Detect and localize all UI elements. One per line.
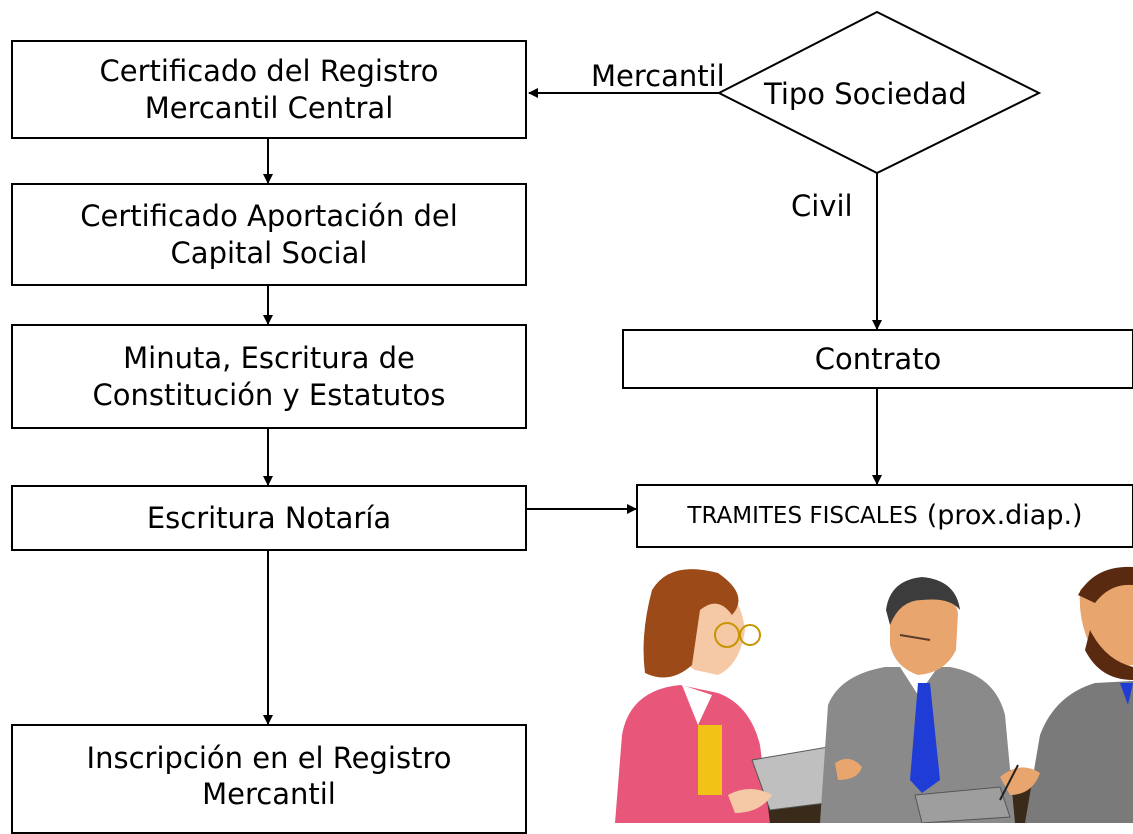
step-label: Certificado Aportación del Capital Socia… — [80, 199, 458, 270]
step-escritura-notaria: Escritura Notaría — [11, 485, 527, 551]
step-label: Escritura Notaría — [146, 500, 392, 535]
step-contrato: Contrato — [622, 329, 1133, 389]
step-capital-social: Certificado Aportación del Capital Socia… — [11, 183, 527, 286]
step-label: Inscripción en el Registro Mercantil — [86, 741, 452, 812]
step-label: Minuta, Escritura de Constitución y Esta… — [92, 341, 446, 412]
step-label: Contrato — [814, 341, 942, 376]
step-escritura-constitucion: Minuta, Escritura de Constitución y Esta… — [11, 324, 527, 429]
business-meeting-clipart — [615, 566, 1133, 823]
edge-label-civil: Civil — [791, 189, 853, 223]
step-inscripcion-registro: Inscripción en el Registro Mercantil — [11, 724, 527, 834]
tramites-note-label: (prox.diap.) — [926, 500, 1083, 532]
step-registro-mercantil-central: Certificado del Registro Mercantil Centr… — [11, 40, 527, 139]
tramites-main-label: TRAMITES FISCALES — [687, 502, 918, 529]
edge-label-mercantil: Mercantil — [591, 59, 725, 93]
step-tramites-fiscales: TRAMITES FISCALES (prox.diap.) — [636, 484, 1133, 548]
step-label: Certificado del Registro Mercantil Centr… — [99, 54, 439, 125]
decision-label: Tipo Sociedad — [764, 77, 967, 111]
